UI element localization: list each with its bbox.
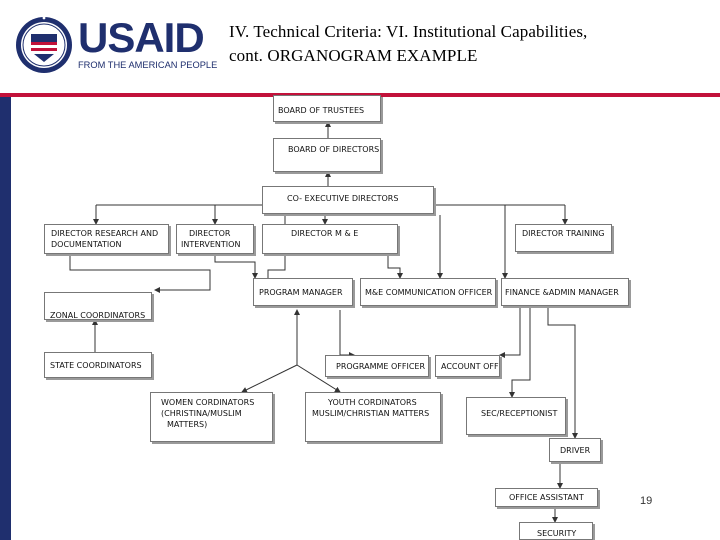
node-zonal-coordinators-label: ZONAL COORDINATORS	[50, 311, 146, 320]
node-director-intervention-line1: DIRECTOR	[189, 229, 231, 238]
connector-dirres-zonal	[69, 254, 211, 293]
connector-dirint-pm	[214, 254, 258, 279]
node-sec-receptionist: SEC/RECEPTIONIST	[466, 397, 566, 435]
node-finance-admin-manager-label: FINANCE &ADMIN MANAGER	[505, 288, 619, 297]
usaid-seal-icon	[16, 16, 72, 73]
node-state-coordinators-label: STATE COORDINATORS	[50, 361, 142, 370]
node-board-of-directors-label: BOARD OF DIRECTORS	[288, 145, 380, 154]
node-co-executive-directors: CO- EXECUTIVE DIRECTORS	[262, 186, 434, 214]
node-finance-admin-manager: FINANCE &ADMIN MANAGER	[501, 278, 629, 306]
node-director-research-line2: DOCUMENTATION	[51, 240, 122, 249]
node-driver: DRIVER	[549, 438, 601, 462]
node-office-assistant: OFFICE ASSISTANT	[495, 488, 598, 507]
node-security-label: SECURITY	[537, 529, 577, 538]
node-me-communication-officer: M&E COMMUNICATION OFFICER	[360, 278, 496, 306]
connector-fin-sec	[509, 306, 531, 398]
slide-title-line-2: cont. ORGANOGRAM EXAMPLE	[229, 46, 478, 65]
node-program-manager-label: PROGRAM MANAGER	[259, 288, 343, 297]
node-board-of-trustees-label: BOARD OF TRUSTEES	[278, 106, 365, 115]
node-security: SECURITY	[519, 522, 593, 540]
node-women-coordinators-line1: WOMEN CORDINATORS	[161, 398, 255, 407]
node-board-of-trustees: BOARD OF TRUSTEES	[273, 95, 381, 122]
slide-header: USAID FROM THE AMERICAN PEOPLE IV. Techn…	[0, 0, 720, 92]
usaid-wordmark-text: USAID	[78, 14, 205, 61]
node-director-me-label: DIRECTOR M & E	[291, 229, 359, 238]
node-programme-officer: PROGRAMME OFFICER	[325, 355, 429, 377]
left-navy-bar	[0, 97, 11, 540]
node-director-research: DIRECTOR RESEARCH AND DOCUMENTATION	[44, 224, 169, 254]
node-account-officer: ACCOUNT OFFICER	[435, 355, 500, 377]
node-youth-coordinators-line1: YOUTH CORDINATORS	[328, 398, 417, 407]
usaid-wordmark: USAID	[78, 14, 205, 61]
node-women-coordinators: WOMEN CORDINATORS (CHRISTINA/MUSLIM MATT…	[150, 392, 273, 442]
node-zonal-coordinators: ZONAL COORDINATORS	[44, 292, 152, 320]
connector-fin-driver	[547, 306, 578, 439]
slide-title-line-1: IV. Technical Criteria: VI. Institutiona…	[229, 22, 588, 41]
connector-pm-women	[241, 364, 298, 393]
node-director-training: DIRECTOR TRAINING	[515, 224, 612, 252]
connector-dirme-mecomm	[387, 254, 403, 279]
node-youth-coordinators-line2: MUSLIM/CHRISTIAN MATTERS	[312, 409, 430, 418]
connector-pm-progofficer	[339, 310, 355, 358]
node-driver-label: DRIVER	[560, 446, 591, 455]
node-youth-coordinators: YOUTH CORDINATORS MUSLIM/CHRISTIAN MATTE…	[305, 392, 441, 442]
usaid-tagline: FROM THE AMERICAN PEOPLE	[78, 60, 218, 70]
node-director-intervention: DIRECTOR INTERVENTION	[176, 224, 254, 254]
node-me-communication-officer-label: M&E COMMUNICATION OFFICER	[365, 288, 493, 297]
usaid-logo: USAID FROM THE AMERICAN PEOPLE	[14, 14, 218, 76]
node-director-intervention-line2: INTERVENTION	[181, 240, 241, 249]
page-number: 19	[640, 495, 653, 507]
connector-fin-account	[499, 306, 521, 358]
node-women-coordinators-line2: (CHRISTINA/MUSLIM	[161, 409, 242, 418]
node-sec-receptionist-label: SEC/RECEPTIONIST	[481, 409, 558, 418]
node-board-of-directors: BOARD OF DIRECTORS	[273, 138, 381, 172]
node-state-coordinators: STATE COORDINATORS	[44, 352, 152, 378]
node-program-manager: PROGRAM MANAGER	[253, 278, 353, 306]
node-programme-officer-label: PROGRAMME OFFICER	[336, 362, 426, 371]
node-director-training-label: DIRECTOR TRAINING	[522, 229, 605, 238]
node-co-executive-directors-label: CO- EXECUTIVE DIRECTORS	[287, 194, 399, 203]
node-director-me: DIRECTOR M & E	[262, 224, 398, 254]
node-office-assistant-label: OFFICE ASSISTANT	[509, 493, 584, 502]
connector-pm-youth	[296, 364, 341, 393]
node-account-officer-label: ACCOUNT OFFICER	[441, 362, 499, 371]
node-director-research-line1: DIRECTOR RESEARCH AND	[51, 229, 159, 238]
node-women-coordinators-line3: MATTERS)	[167, 420, 208, 429]
